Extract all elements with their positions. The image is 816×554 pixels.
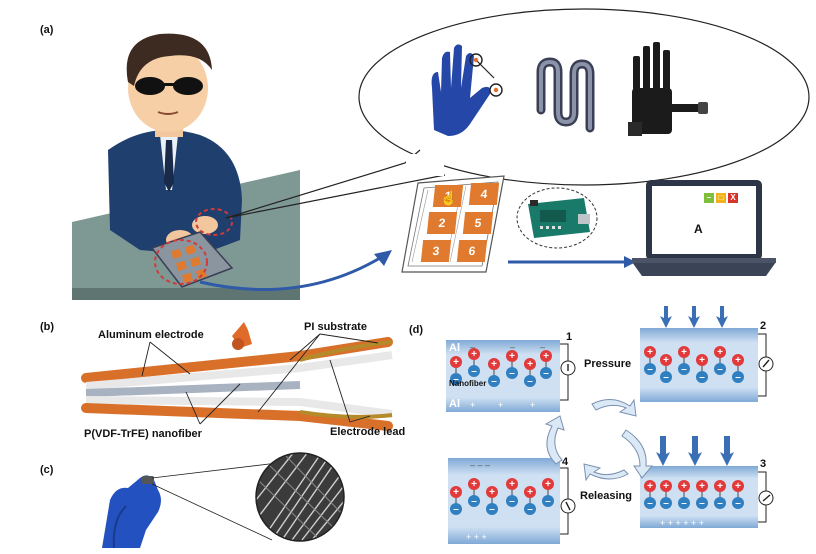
aluminum-electrode-label: Aluminum electrode (98, 329, 204, 341)
step-number-1: 1 (566, 331, 573, 343)
pressure-label: Pressure (584, 358, 632, 370)
laptop-icon (632, 180, 776, 276)
panel-label-b: (b) (40, 321, 55, 333)
panel-label-d: (d) (409, 324, 424, 336)
keypad-highlight-circle (154, 239, 208, 285)
step-number-3: 3 (760, 458, 767, 470)
hair (126, 33, 212, 86)
laptop-display-letter: A (694, 222, 703, 236)
pointing-hand-icon: ☝ (440, 190, 458, 206)
al-top-label: Al (449, 342, 460, 354)
keypad-key-6[interactable]: 6 (456, 240, 488, 262)
sunglasses (135, 77, 165, 95)
keypad-key-4[interactable]: 4 (468, 183, 500, 205)
pi-substrate-label: PI substrate (304, 321, 367, 333)
maximize-button[interactable]: □ (718, 193, 724, 202)
keypad-key-2[interactable]: 2 (426, 212, 458, 234)
glove-icon (431, 44, 503, 136)
flow-arrow-to-keypad (199, 256, 381, 291)
robotic-hand-icon (628, 42, 708, 136)
arduino-board-icon (528, 198, 590, 238)
step-number-2: 2 (760, 320, 767, 332)
al-bottom-label: Al (449, 398, 460, 410)
nanofiber-mechanism-label: Nanofiber (449, 379, 487, 388)
releasing-label: Releasing (580, 490, 632, 502)
minimize-button[interactable]: – (706, 193, 712, 202)
finger-highlight-circle (195, 208, 233, 236)
panel-label-c: (c) (40, 464, 54, 476)
keypad-key-5[interactable]: 5 (462, 212, 494, 234)
head (128, 44, 208, 132)
panel-label-a: (a) (40, 24, 54, 36)
speech-bubble (358, 8, 810, 186)
electrode-lead-label: Electrode lead (330, 426, 406, 438)
tie (164, 140, 174, 192)
nanofiber-label: P(VDF-TrFE) nanofiber (84, 428, 202, 440)
keypad-key-3[interactable]: 3 (420, 240, 452, 262)
step-number-4: 4 (562, 456, 569, 468)
close-button[interactable]: X (730, 193, 736, 202)
